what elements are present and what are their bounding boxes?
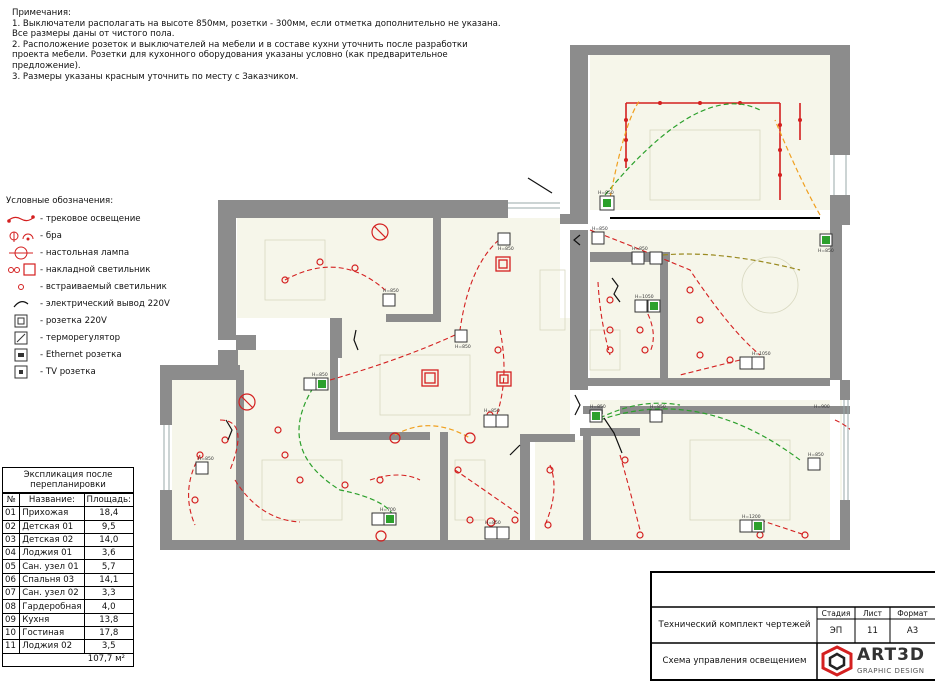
mark-h850-2: H=850 [818,248,834,254]
windows [163,155,849,500]
sconce-icon [9,231,34,242]
explication-title: Экспликация после перепланировки [3,468,133,493]
legend-label: - электрический вывод 220V [40,298,170,309]
notes-block: Примечания: 1. Выключатели располагать н… [12,8,502,82]
title-block-grid [652,606,935,679]
mark-h850-13: H=850 [498,246,514,252]
mark-h850-11: H=850 [383,288,399,294]
legend-title: Условные обозначения: [6,196,114,206]
sheet-title: Схема управления освещением [662,656,807,666]
legend-item-ethernet: - Ethernet розетка [6,346,206,363]
explication-total: 107,7 м² [87,653,125,664]
mark-h850-10: H=850 [312,372,328,378]
mark-h850-14: H=850 [198,456,214,462]
mark-h1050-1: H=1050 [635,294,654,300]
table-header: № Название: Площадь: [3,492,133,508]
track-light-icon [7,214,35,223]
mark-h850-1: H=850 [598,190,614,196]
legend-label: - встраиваемый светильник [40,281,167,292]
legend: Условные обозначения: - трековое освещен… [6,196,206,380]
legend-label: - трековое освещение [40,213,141,224]
brand-name: ART3D [857,645,926,665]
recessed-light-icons [191,258,809,539]
mark-h850-7: H=850 [808,452,824,458]
mark-h850-9: H=850 [485,520,501,526]
mark-h900: H=900 [814,404,830,410]
socket-220v-icon [14,314,28,327]
legend-label: - TV розетка [40,366,96,377]
format-label: Формат [897,608,928,618]
mark-h850-6: H=850 [650,404,666,410]
mark-h850-8: H=850 [484,408,500,414]
floor-areas [172,55,842,540]
mark-h1200: H=1200 [742,514,761,520]
mark-h850-12: H=850 [455,344,471,350]
mark-h850-5: H=850 [590,404,606,410]
mark-h850-3: H=850 [592,226,608,232]
legend-item-socket: - розетка 220V [6,312,206,329]
legend-label: - розетка 220V [40,315,107,326]
track-lights [625,102,801,200]
legend-item-outlet: - электрический вывод 220V [6,295,206,312]
track-light-dots [624,101,802,177]
ethernet-socket-icon [14,348,28,361]
stage-value: ЭП [829,626,843,636]
electric-outlet-220v-icon [13,300,29,307]
legend-item-recessed: - встраиваемый светильник [6,278,206,295]
legend-item-track: - трековое освещение [6,210,206,227]
legend-item-surface: - накладной светильник [6,261,206,278]
title-block: Технический комплект чертежей Стадия Лис… [650,571,935,681]
legend-label: - Ethernet розетка [40,349,122,360]
surface-light-icon [8,262,36,276]
legend-item-tv: - TV розетка [6,363,206,380]
walls [160,45,850,550]
height-marks: H=850 H=850 H=850 H=850 H=1050 H=1050 H=… [198,190,834,526]
table-lamp-icon [9,246,33,259]
tv-socket-icon [14,365,28,378]
legend-label: - накладной светильник [40,264,151,275]
set-title: Технический комплект чертежей [658,620,811,630]
legend-item-sconce: - бра [6,227,206,244]
explication-table: Экспликация после перепланировки № Назва… [2,467,134,667]
legend-label: - настольная лампа [40,247,130,258]
surface-light-icons [421,256,512,387]
electric-outlets [225,177,623,456]
floor-plan: H=850 H=850 H=850 H=850 H=1050 H=1050 H=… [160,45,850,550]
notes-title: Примечания: [12,8,71,18]
legend-item-table-lamp: - настольная лампа [6,244,206,261]
sconce-icons [238,223,496,542]
recessed-light-icon [18,283,24,290]
art3d-logo-icon [821,645,853,677]
note-line-2: 2. Расположение розеток и выключателей н… [12,39,471,71]
legend-label: - терморегулятор [40,332,121,343]
switch-circuits [298,99,821,521]
sheet-value: 11 [867,626,878,636]
mark-h700: H=700 [380,507,396,513]
brand-subtitle: GRAPHIC DESIGN [857,667,925,675]
stage-label: Стадия [821,608,851,618]
thermostat-icon [14,331,28,344]
mark-h850-4: H=850 [632,246,648,252]
legend-label: - бра [40,230,62,241]
legend-item-thermostat: - терморегулятор [6,329,206,346]
switch-fills [318,199,830,530]
note-line-1: 1. Выключатели располагать на высоте 850… [12,18,504,40]
sheet-label: Лист [862,608,882,618]
note-line-3: 3. Размеры указаны красным уточнить по м… [12,71,299,82]
mark-h1050-2: H=1050 [752,351,771,357]
format-value: А3 [906,626,919,636]
